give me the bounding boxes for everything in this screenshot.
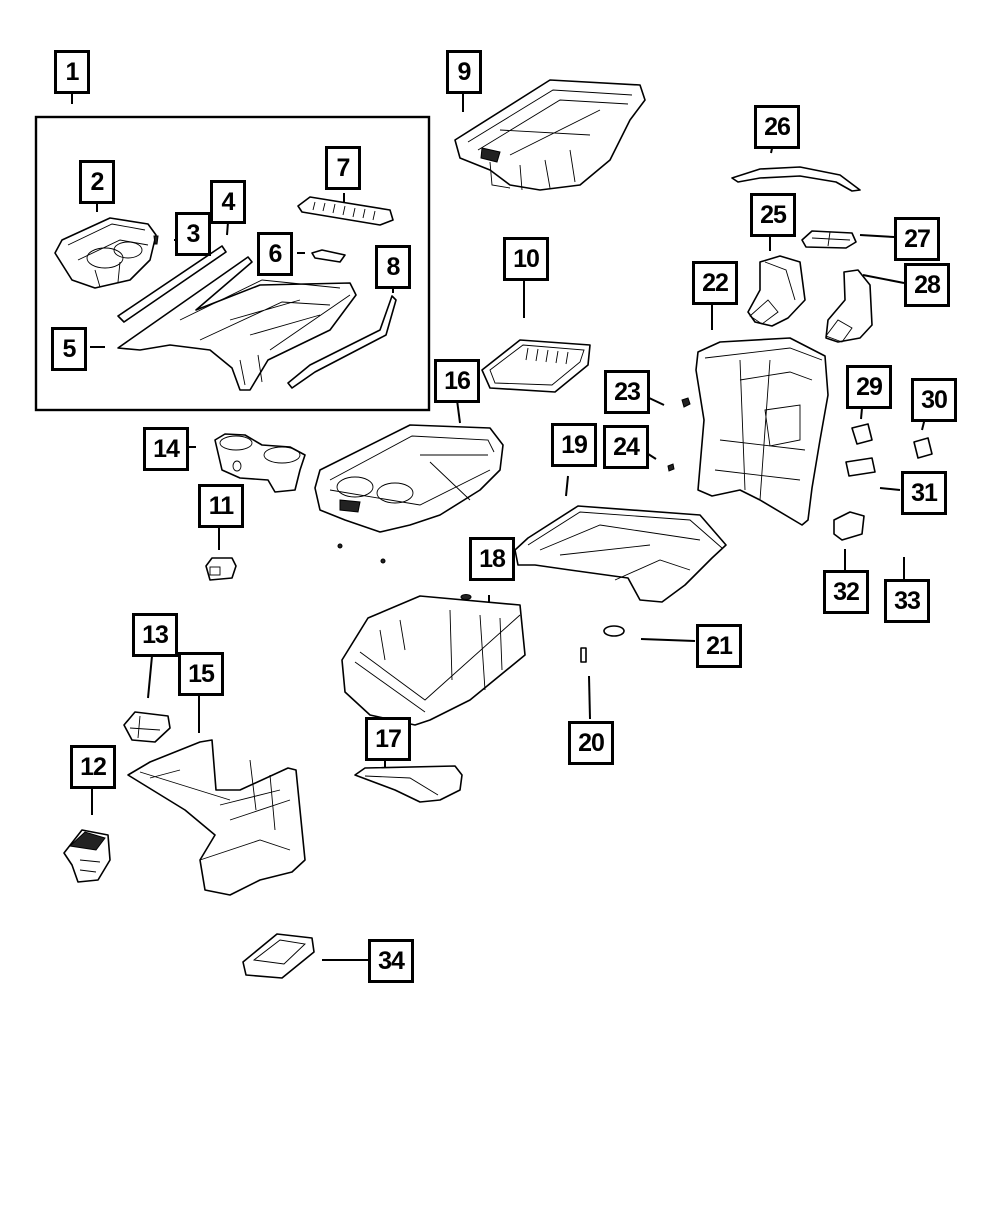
callout-34: 34 — [368, 939, 414, 983]
callout-15: 15 — [178, 652, 224, 696]
callout-10: 10 — [503, 237, 549, 281]
part-29-switch — [851, 423, 873, 445]
part-26-trim-strip — [731, 166, 861, 192]
callout-33: 33 — [884, 579, 930, 623]
part-14-cupholder-insert — [214, 433, 306, 493]
part-21-grommet — [603, 625, 625, 637]
callout-1: 1 — [54, 50, 90, 94]
part-9-armrest-lid — [454, 79, 646, 191]
callout-32: 32 — [823, 570, 869, 614]
callout-20: 20 — [568, 721, 614, 765]
callout-11: 11 — [198, 484, 244, 528]
assembly-group-box — [34, 115, 431, 412]
callout-27: 27 — [894, 217, 940, 261]
part-5-bezel — [117, 256, 357, 391]
part-16-screw-a — [337, 543, 343, 549]
callout-13: 13 — [132, 613, 178, 657]
callout-28: 28 — [904, 263, 950, 307]
part-16-screw-b — [380, 558, 386, 564]
part-27-plate — [801, 230, 857, 249]
callout-17: 17 — [365, 717, 411, 761]
part-11-switch — [205, 557, 237, 581]
callout-2: 2 — [79, 160, 115, 204]
callout-8: 8 — [375, 245, 411, 289]
part-16-bin-top — [314, 424, 504, 533]
callout-5: 5 — [51, 327, 87, 371]
callout-12: 12 — [70, 745, 116, 789]
callout-18: 18 — [469, 537, 515, 581]
callout-26: 26 — [754, 105, 800, 149]
part-22-rear-panel — [695, 337, 829, 526]
part-2-bin — [54, 217, 157, 289]
part-15-console-bracket — [127, 739, 306, 896]
callout-7: 7 — [325, 146, 361, 190]
part-13-connector — [123, 711, 171, 743]
callout-16: 16 — [434, 359, 480, 403]
callout-21: 21 — [696, 624, 742, 668]
part-18-bin-base — [341, 594, 526, 726]
callout-3: 3 — [175, 212, 211, 256]
callout-31: 31 — [901, 471, 947, 515]
callout-19: 19 — [551, 423, 597, 467]
part-20-pin — [580, 647, 587, 663]
callout-9: 9 — [446, 50, 482, 94]
part-3-clip — [153, 235, 159, 245]
callout-4: 4 — [210, 180, 246, 224]
part-28-air-duct — [825, 269, 873, 343]
part-23-clip — [681, 397, 691, 408]
part-25-air-duct — [747, 255, 806, 327]
part-17-trim-panel — [354, 765, 463, 803]
part-30-switch — [913, 437, 933, 459]
part-19-frame — [514, 505, 727, 603]
callout-30: 30 — [911, 378, 957, 422]
callout-22: 22 — [692, 261, 738, 305]
part-24-screw — [667, 463, 675, 472]
part-34-control-module — [242, 933, 315, 979]
part-10-tray — [481, 339, 591, 393]
callout-24: 24 — [603, 425, 649, 469]
part-31-switch — [845, 457, 876, 477]
part-4-trim-strip — [117, 245, 227, 323]
part-7-grille — [297, 196, 394, 226]
part-12-switch-module — [63, 829, 111, 883]
part-6-clip — [311, 249, 346, 263]
part-32-switch — [833, 511, 865, 541]
part-8-trim-strip — [287, 295, 397, 389]
callout-29: 29 — [846, 365, 892, 409]
callout-23: 23 — [604, 370, 650, 414]
callout-6: 6 — [257, 232, 293, 276]
callout-25: 25 — [750, 193, 796, 237]
callout-14: 14 — [143, 427, 189, 471]
